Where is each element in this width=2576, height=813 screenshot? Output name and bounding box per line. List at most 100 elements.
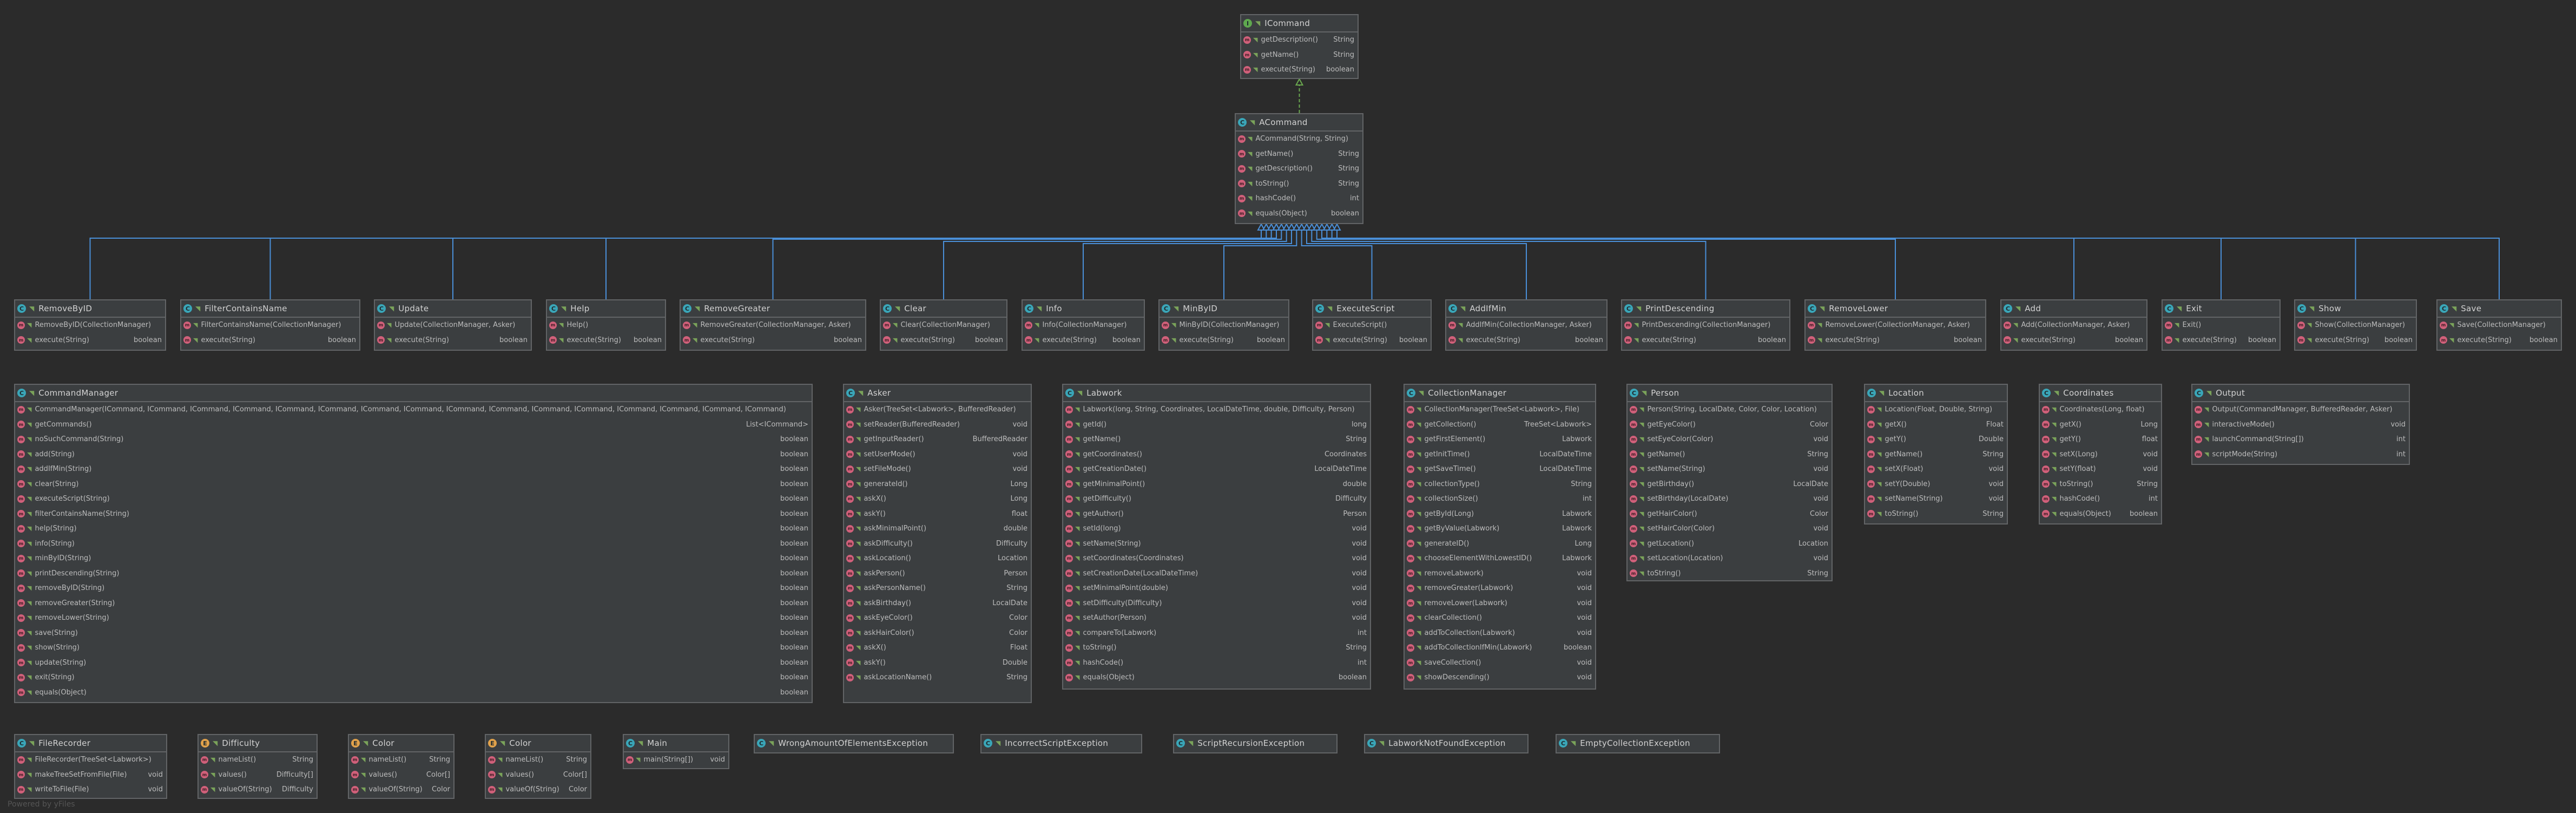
member-row[interactable]: m◥Coordinates(Long, float) [2040,402,2161,417]
member-row[interactable]: m◥writeToFile(File)void [15,782,166,797]
member-row[interactable]: m◥Help() [547,318,665,333]
member-row[interactable]: m◥Show(CollectionManager) [2295,318,2416,333]
member-row[interactable]: m◥getId()long [1063,417,1370,432]
member-row[interactable]: m◥setDifficulty(Difficulty)void [1063,596,1370,611]
member-row[interactable]: m◥equals(Object)boolean [1063,670,1370,685]
class-node-addifmin[interactable]: C◥AddIfMin m◥AddIfMin(CollectionManager,… [1445,299,1607,351]
member-row[interactable]: m◥setAuthor(Person)void [1063,611,1370,626]
member-row[interactable]: m◥equals(Object)boolean [1236,206,1362,221]
member-row[interactable]: m◥Exit() [2163,318,2279,333]
member-row[interactable]: m◥values()Color[] [349,768,453,783]
member-row[interactable]: m◥PrintDescending(CollectionManager) [1622,318,1789,333]
member-row[interactable]: m◥nameList()String [199,752,317,768]
member-row[interactable]: m◥removeLower(String)boolean [15,611,812,626]
member-row[interactable]: m◥execute(String)boolean [2437,333,2561,348]
member-row[interactable]: m◥minByID(String)boolean [15,551,812,566]
member-row[interactable]: m◥execute(String)boolean [1622,333,1789,348]
member-row[interactable]: m◥toString()String [1063,640,1370,655]
member-row[interactable]: m◥show(String)boolean [15,640,812,655]
member-row[interactable]: m◥getCreationDate()LocalDateTime [1063,462,1370,477]
member-row[interactable]: m◥askPersonName()String [844,581,1031,596]
exception-node-incorrectscript[interactable]: C◥IncorrectScriptException [980,734,1142,753]
member-row[interactable]: m◥getName()String [1865,447,2007,462]
member-row[interactable]: m◥getDescription()String [1236,161,1362,176]
member-row[interactable]: m◥getCollection()TreeSet<Labwork> [1405,417,1595,432]
member-row[interactable]: m◥Person(String, LocalDate, Color, Color… [1628,402,1831,417]
member-row[interactable]: m◥askPerson()Person [844,566,1031,581]
class-node-asker[interactable]: C◥Asker m◥Asker(TreeSet<Labwork>, Buffer… [843,384,1032,703]
member-row[interactable]: m◥askY()float [844,507,1031,522]
member-row[interactable]: m◥getX()Float [1865,417,2007,432]
member-row[interactable]: m◥setX(Float)void [1865,462,2007,477]
member-row[interactable]: m◥save(String)boolean [15,626,812,641]
member-row[interactable]: m◥compareTo(Labwork)int [1063,626,1370,641]
member-row[interactable]: m◥toString()String [1865,507,2007,522]
member-row[interactable]: m◥clear(String)boolean [15,477,812,492]
member-row[interactable]: m◥Labwork(long, String, Coordinates, Loc… [1063,402,1370,417]
class-node-commandmanager[interactable]: C◥CommandManager m◥CommandManager(IComma… [14,384,813,703]
member-row[interactable]: m◥FilterContainsName(CollectionManager) [181,318,359,333]
member-row[interactable]: m◥execute(String)boolean [1313,333,1431,348]
member-row[interactable]: m◥hashCode()int [1236,191,1362,206]
member-row[interactable]: m◥add(String)boolean [15,447,812,462]
member-row[interactable]: m◥nameList()String [349,752,453,768]
exception-node-scriptrecursion[interactable]: C◥ScriptRecursionException [1173,734,1338,753]
member-row[interactable]: m◥launchCommand(String[])int [2192,432,2409,447]
member-row[interactable]: m◥setY(Double)void [1865,477,2007,492]
member-row[interactable]: m◥setEyeColor(Color)void [1628,432,1831,447]
member-row[interactable]: m◥setReader(BufferedReader)void [844,417,1031,432]
member-row[interactable]: m◥values()Color[] [486,768,590,783]
member-row[interactable]: m◥execute(String)boolean [2295,333,2416,348]
member-row[interactable]: m◥hashCode()int [1063,655,1370,671]
member-row[interactable]: m◥clearCollection()void [1405,611,1595,626]
class-node-removelower[interactable]: C◥RemoveLower m◥RemoveLower(CollectionMa… [1804,299,1986,351]
member-row[interactable]: m◥Add(CollectionManager, Asker) [2001,318,2146,333]
member-row[interactable]: m◥makeTreeSetFromFile(File)void [15,768,166,783]
member-row[interactable]: m◥valueOf(String)Color [486,782,590,797]
member-row[interactable]: m◥removeLower(Labwork)void [1405,596,1595,611]
member-row[interactable]: m◥askMinimalPoint()double [844,521,1031,536]
class-node-help[interactable]: C◥Help m◥Help()m◥execute(String)boolean [546,299,666,351]
member-row[interactable]: m◥getInitTime()LocalDateTime [1405,447,1595,462]
member-row[interactable]: m◥getName()String [1241,48,1358,63]
member-row[interactable]: m◥exit(String)boolean [15,670,812,685]
member-row[interactable]: m◥execute(String)boolean [1806,333,1985,348]
member-row[interactable]: m◥askBirthday()LocalDate [844,596,1031,611]
member-row[interactable]: m◥setBirthday(LocalDate)void [1628,491,1831,507]
member-row[interactable]: m◥CollectionManager(TreeSet<Labwork>, Fi… [1405,402,1595,417]
member-row[interactable]: m◥askX()Long [844,491,1031,507]
member-row[interactable]: m◥main(String[])void [624,752,728,768]
class-node-labwork[interactable]: C◥Labwork m◥Labwork(long, String, Coordi… [1062,384,1371,690]
member-row[interactable]: m◥generateID()Long [1405,536,1595,552]
class-node-removegreater[interactable]: C◥RemoveGreater m◥RemoveGreater(Collecti… [680,299,866,351]
member-row[interactable]: m◥getMinimalPoint()double [1063,477,1370,492]
member-row[interactable]: m◥removeGreater(Labwork)void [1405,581,1595,596]
member-row[interactable]: m◥valueOf(String)Color [349,782,453,797]
member-row[interactable]: m◥getHairColor()Color [1628,507,1831,522]
class-node-location[interactable]: C◥Location m◥Location(Float, Double, Str… [1864,384,2008,524]
member-row[interactable]: m◥setName(String)void [1628,462,1831,477]
member-row[interactable]: m◥execute(String)boolean [2001,333,2146,348]
member-row[interactable]: m◥setHairColor(Color)void [1628,521,1831,536]
member-row[interactable]: m◥addToCollectionIfMin(Labwork)boolean [1405,640,1595,655]
member-row[interactable]: m◥AddIfMin(CollectionManager, Asker) [1446,318,1606,333]
member-row[interactable]: m◥getName()String [1628,447,1831,462]
member-row[interactable]: m◥values()Difficulty[] [199,768,317,783]
member-row[interactable]: m◥removeGreater(String)boolean [15,596,812,611]
member-row[interactable]: m◥equals(Object)boolean [2040,507,2161,522]
member-row[interactable]: m◥getById(Long)Labwork [1405,507,1595,522]
member-row[interactable]: m◥getInputReader()BufferedReader [844,432,1031,447]
class-node-exit[interactable]: C◥Exit m◥Exit()m◥execute(String)boolean [2162,299,2281,351]
member-row[interactable]: m◥execute(String)boolean [181,333,359,348]
member-row[interactable]: m◥noSuchCommand(String)boolean [15,432,812,447]
member-row[interactable]: m◥execute(String)boolean [375,333,531,348]
member-row[interactable]: m◥RemoveGreater(CollectionManager, Asker… [681,318,865,333]
member-row[interactable]: m◥chooseElementWithLowestID()Labwork [1405,551,1595,566]
member-row[interactable]: m◥setY(float)void [2040,462,2161,477]
class-node-add[interactable]: C◥Add m◥Add(CollectionManager, Asker)m◥e… [2000,299,2147,351]
class-node-update[interactable]: C◥Update m◥Update(CollectionManager, Ask… [374,299,532,351]
class-node-info[interactable]: C◥Info m◥Info(CollectionManager)m◥execut… [1022,299,1145,351]
member-row[interactable]: m◥setCreationDate(LocalDateTime)void [1063,566,1370,581]
